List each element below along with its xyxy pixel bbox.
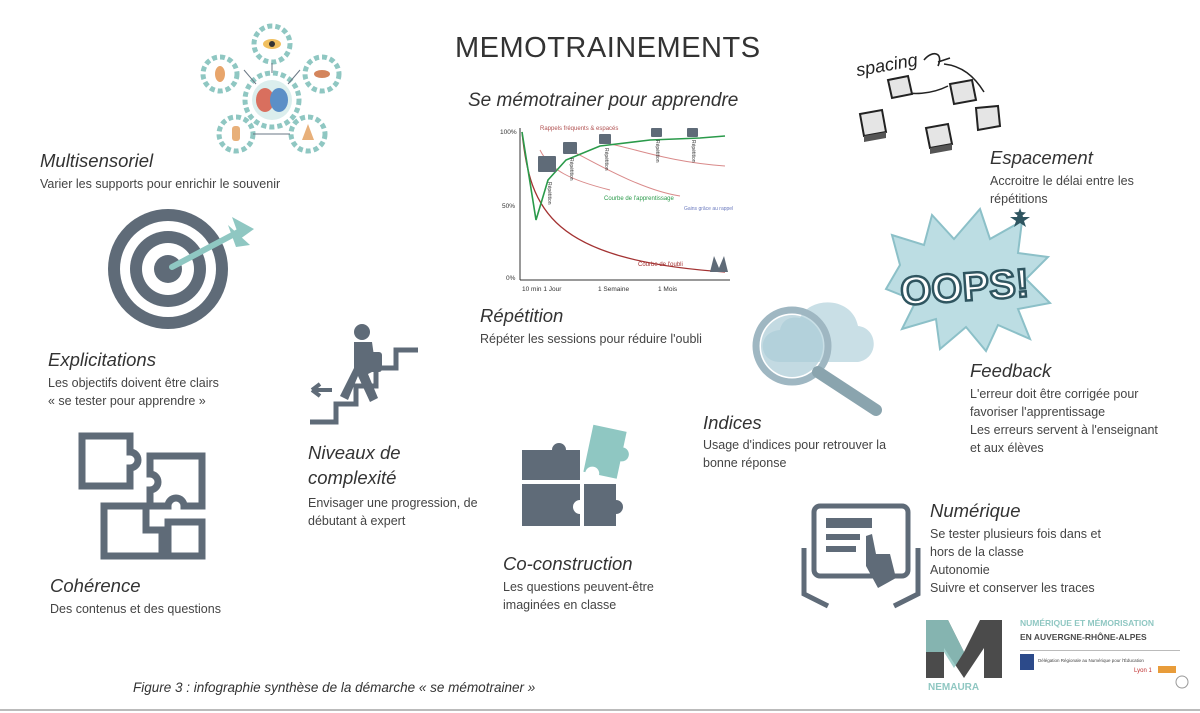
coherence-line: Des contenus et des questions (50, 602, 221, 616)
logo-small: Délégation Régionale au Numérique pour l… (1038, 657, 1144, 663)
spacing-word: spacing (854, 50, 919, 80)
indices-line: bonne réponse (703, 456, 787, 470)
espacement-text: Accroitre le délai entre les répétitions (990, 172, 1134, 208)
oops-burst-icon: OOPS! (884, 207, 1053, 353)
numerique-line: hors de la classe (930, 545, 1024, 559)
coherence-heading: Cohérence (50, 575, 141, 596)
coconstruction-heading: Co-construction (503, 553, 633, 574)
x-tick-label: 1 Mois (658, 286, 678, 293)
niveaux-heading-line: complexité (308, 467, 397, 488)
coconstruction-line: imaginées en classe (503, 598, 617, 612)
indices-text: Usage d'indices pour retrouver la bonne … (703, 436, 886, 472)
x-tick-label: 1 Semaine (598, 286, 629, 293)
page-subtitle: Se mémotrainer pour apprendre (468, 90, 739, 111)
decay-curve (609, 143, 726, 167)
niveaux-heading: Niveaux de complexité (308, 440, 401, 490)
tablet-hands-icon (801, 503, 921, 609)
indices-line: Usage d'indices pour retrouver la (703, 438, 887, 452)
coconstruction-line: Les questions peuvent-être (503, 580, 654, 594)
numerique-line: Se tester plusieurs fois dans et (930, 527, 1101, 541)
star-icon (1014, 208, 1026, 220)
explicitations-heading: Explicitations (48, 349, 156, 370)
puzzle-pieces-icon (522, 424, 629, 526)
niveaux-heading-line: Niveaux de (308, 442, 401, 463)
logo-partner: Lyon 1 (1134, 668, 1152, 674)
feedback-text: L'erreur doit être corrigée pour favoris… (970, 385, 1158, 457)
repetition-marker: Répétition (654, 140, 660, 163)
oops-word: OOPS! (899, 261, 1031, 314)
multisensoriel-line: Varier les supports pour enrichir le sou… (40, 177, 281, 191)
y-tick-label: 100% (500, 129, 517, 136)
espacement-line: répétitions (990, 192, 1048, 206)
decay-curve (539, 149, 611, 191)
numerique-text: Se tester plusieurs fois dans et hors de… (930, 525, 1101, 597)
figure-caption: Figure 3 : infographie synthèse de la dé… (133, 680, 536, 695)
repetition-line: Répéter les sessions pour réduire l'oubl… (480, 332, 702, 346)
logo-line2: EN AUVERGNE-RHÔNE-ALPES (1020, 631, 1147, 642)
espacement-line: Accroitre le délai entre les (990, 174, 1134, 188)
monitor-markers (538, 128, 698, 172)
target-icon (108, 209, 254, 329)
forgetting-curve-chart: 100% 50% 0% 10 min 1 Jour 1 Semaine 1 Mo… (500, 126, 733, 293)
indices-heading: Indices (703, 412, 762, 433)
explicitations-line: Les objectifs doivent être clairs (48, 376, 219, 390)
nemaura-logo: NEMAURA NUMÉRIQUE ET MÉMORISATION EN AUV… (926, 618, 1189, 693)
repetition-marker: Répétition (690, 140, 696, 163)
magnifier-icon (752, 302, 882, 416)
y-tick-label: 0% (506, 275, 516, 282)
feedback-heading: Feedback (970, 360, 1052, 381)
rappels-label: Rappels fréquents & espacés (540, 126, 618, 132)
coherence-text: Des contenus et des questions (50, 600, 221, 618)
feedback-line: Les erreurs servent à l'enseignant (970, 423, 1158, 437)
numerique-heading: Numérique (930, 500, 1021, 521)
explicitations-line: « se tester pour apprendre » (48, 394, 206, 408)
feedback-line: et aux élèves (970, 441, 1044, 455)
stairs-climber-icon (310, 324, 418, 425)
explicitations-text: Les objectifs doivent être clairs « se t… (48, 374, 219, 410)
repetition-text: Répéter les sessions pour réduire l'oubl… (480, 330, 702, 348)
y-tick-label: 50% (502, 203, 515, 210)
repetition-marker: Répétition (568, 158, 574, 181)
page-title: MEMOTRAINEMENTS (455, 32, 761, 64)
feedback-line: favoriser l'apprentissage (970, 405, 1106, 419)
mini-logo-icon (710, 256, 728, 272)
multisensoriel-heading: Multisensoriel (40, 150, 154, 171)
numerique-line: Suivre et conserver les traces (930, 581, 1095, 595)
multisensoriel-text: Varier les supports pour enrichir le sou… (40, 175, 280, 193)
numerique-line: Autonomie (930, 563, 990, 577)
repetition-marker: Répétition (603, 148, 609, 171)
feedback-line: L'erreur doit être corrigée pour (970, 387, 1139, 401)
oubli-label: Courbe de l'oubli (638, 262, 683, 268)
gears-senses-icon (200, 23, 342, 154)
gain-label: Gains grâce au rappel (684, 206, 733, 212)
spacing-boxes-icon: spacing (854, 50, 1002, 154)
espacement-heading: Espacement (990, 147, 1093, 168)
repetition-heading: Répétition (480, 305, 564, 326)
logo-line1: NUMÉRIQUE ET MÉMORISATION (1020, 618, 1154, 628)
x-tick-label: 10 min 1 Jour (522, 286, 562, 293)
coconstruction-text: Les questions peuvent-être imaginées en … (503, 578, 654, 614)
niveaux-text: Envisager une progression, de débutant à… (308, 494, 478, 530)
repetition-marker: Répétition (546, 182, 552, 205)
puzzle-outline-icon (78, 432, 206, 560)
decay-curve (569, 149, 681, 197)
niveaux-line: Envisager une progression, de (308, 496, 478, 510)
learning-curve (521, 131, 726, 221)
nemaura-name: NEMAURA (928, 682, 979, 693)
niveaux-line: débutant à expert (308, 514, 406, 528)
apprentissage-label: Courbe de l'apprentissage (604, 196, 675, 202)
bottom-divider (0, 709, 1200, 711)
